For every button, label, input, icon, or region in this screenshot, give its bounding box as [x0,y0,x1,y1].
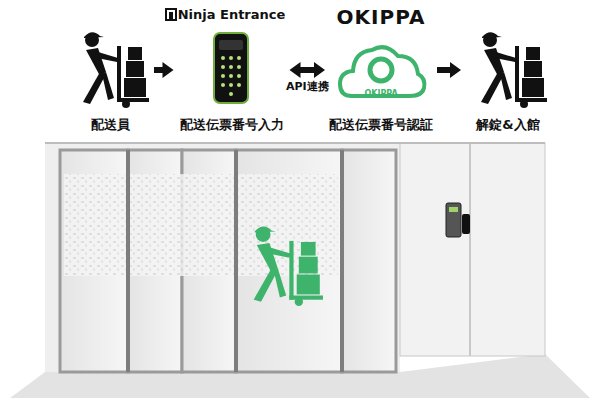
flow-arrow [154,62,174,78]
side-wall [400,143,545,356]
step-label: 配送伝票番号入力 [176,117,288,133]
keypad-panel [446,203,461,237]
cloud-outline [340,47,424,96]
wall-edge [469,143,471,356]
door-frame [340,150,344,372]
back-wall [45,143,400,372]
door-frame [126,150,130,372]
door-frame [234,150,238,372]
courier-icon [83,32,149,108]
courier-figure [254,226,323,306]
entrance-panel [446,203,470,237]
process-step: 解錠&入館 [463,5,553,135]
frosted-band [64,174,338,276]
flow-arrow [437,62,461,78]
logo-text: Ninja Entrance [176,7,288,23]
panel-screen [449,207,458,212]
cloud-text: OKIPPA [327,89,435,99]
cloud-ring [370,59,392,81]
flow-arrow [290,62,326,78]
step-label: 配送員 [68,117,152,133]
device-keys [221,56,241,96]
logo-text: OKIPPA [327,5,435,29]
door-logo-frame [166,9,176,20]
door-logo-leaf [169,12,173,20]
step-label: 解錠&入館 [463,117,553,133]
glass-doors [60,150,396,372]
door-panel [342,150,396,372]
door-logo-icon [166,9,176,20]
device-screen [219,40,243,50]
ceiling-line [45,142,545,144]
keypad-device-icon [214,33,248,103]
courier-icon [481,32,547,108]
process-step: 配送員 [68,5,152,135]
edge-label: API連携 [284,80,331,93]
step-label: 配送伝票番号認証 [327,117,435,133]
device-body [214,33,248,103]
card-reader [462,214,470,234]
cloud-icon [340,47,424,96]
process-step: Ninja Entrance 配送伝票番号入力 [176,5,288,135]
process-step: OKIPPA OKIPPA 配送伝票番号認証 [327,5,435,135]
